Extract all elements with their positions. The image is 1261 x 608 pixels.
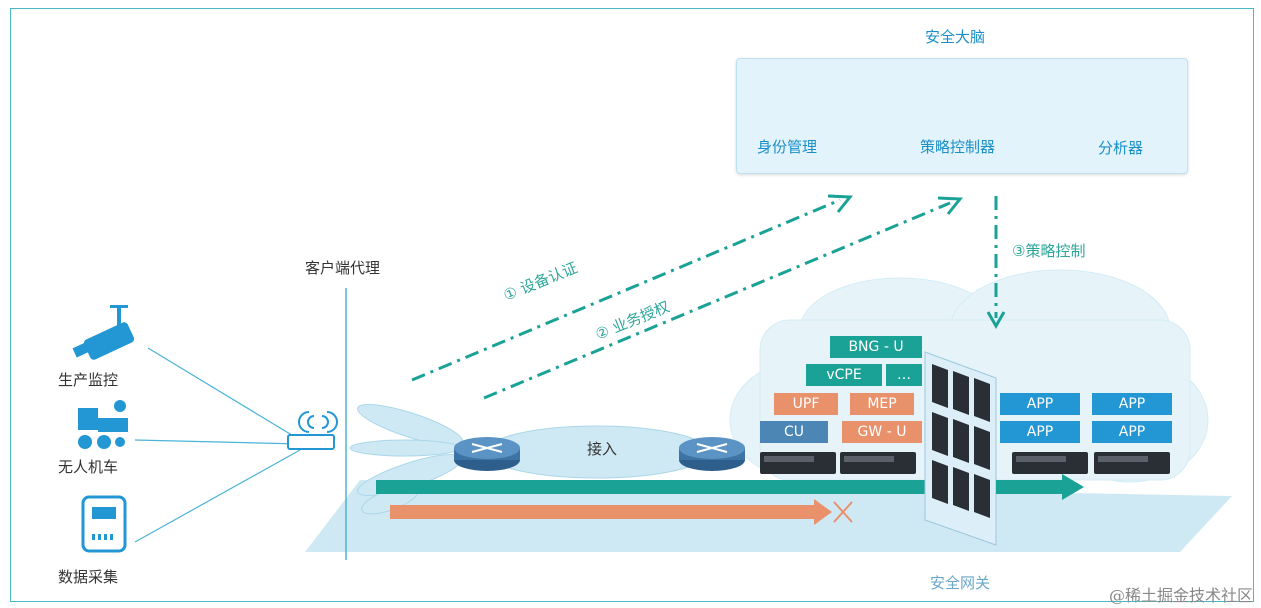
node-vcpe: vCPE — [806, 364, 882, 386]
brain-title: 安全大脑 — [925, 28, 986, 46]
node-bng: BNG - U — [830, 336, 922, 358]
policy-controller-label: 策略控制器 — [920, 138, 996, 156]
app-box: APP — [1092, 421, 1172, 443]
analyzer-label: 分析器 — [1098, 139, 1144, 157]
identity-label: 身份管理 — [757, 138, 818, 156]
access-label: 接入 — [587, 440, 618, 458]
app-box: APP — [1092, 393, 1172, 415]
device-links — [134, 347, 301, 543]
node-gw: GW - U — [842, 421, 922, 443]
collect-label: 数据采集 — [58, 568, 119, 586]
app-box: APP — [1000, 421, 1080, 443]
allowed-flow — [376, 480, 932, 494]
arrow-heads — [827, 194, 1006, 330]
pass-flow — [996, 480, 1064, 494]
gateway-label: 安全网关 — [930, 574, 991, 592]
wifi-signal-icon — [298, 411, 338, 433]
node-upf: UPF — [774, 393, 838, 415]
node-cu: CU — [760, 421, 828, 443]
step-policy-label: ③策略控制 — [1012, 242, 1086, 260]
node-mep: MEP — [850, 393, 914, 415]
diagram-frame — [10, 8, 1254, 602]
auth-arrows — [411, 196, 998, 400]
node-more: … — [886, 364, 922, 386]
train-icon — [78, 400, 128, 449]
server-fronts — [764, 456, 1148, 462]
watermark: @稀土掘金技术社区 — [1108, 586, 1253, 605]
camera-icon — [72, 305, 135, 360]
app-box: APP — [1000, 393, 1080, 415]
gateway-cells — [932, 364, 990, 518]
client-proxy-label: 客户端代理 — [305, 259, 381, 277]
blocked-flow — [390, 505, 816, 519]
switch-right — [679, 437, 745, 471]
wifi-router — [287, 434, 335, 450]
switch-left — [454, 437, 520, 471]
meter-icon — [81, 495, 127, 553]
blocked-x-icon — [833, 501, 853, 523]
vehicle-label: 无人机车 — [58, 458, 119, 476]
security-brain-panel: 身份管理 策略控制器 分析器 — [736, 58, 1188, 174]
monitor-label: 生产监控 — [58, 371, 119, 389]
